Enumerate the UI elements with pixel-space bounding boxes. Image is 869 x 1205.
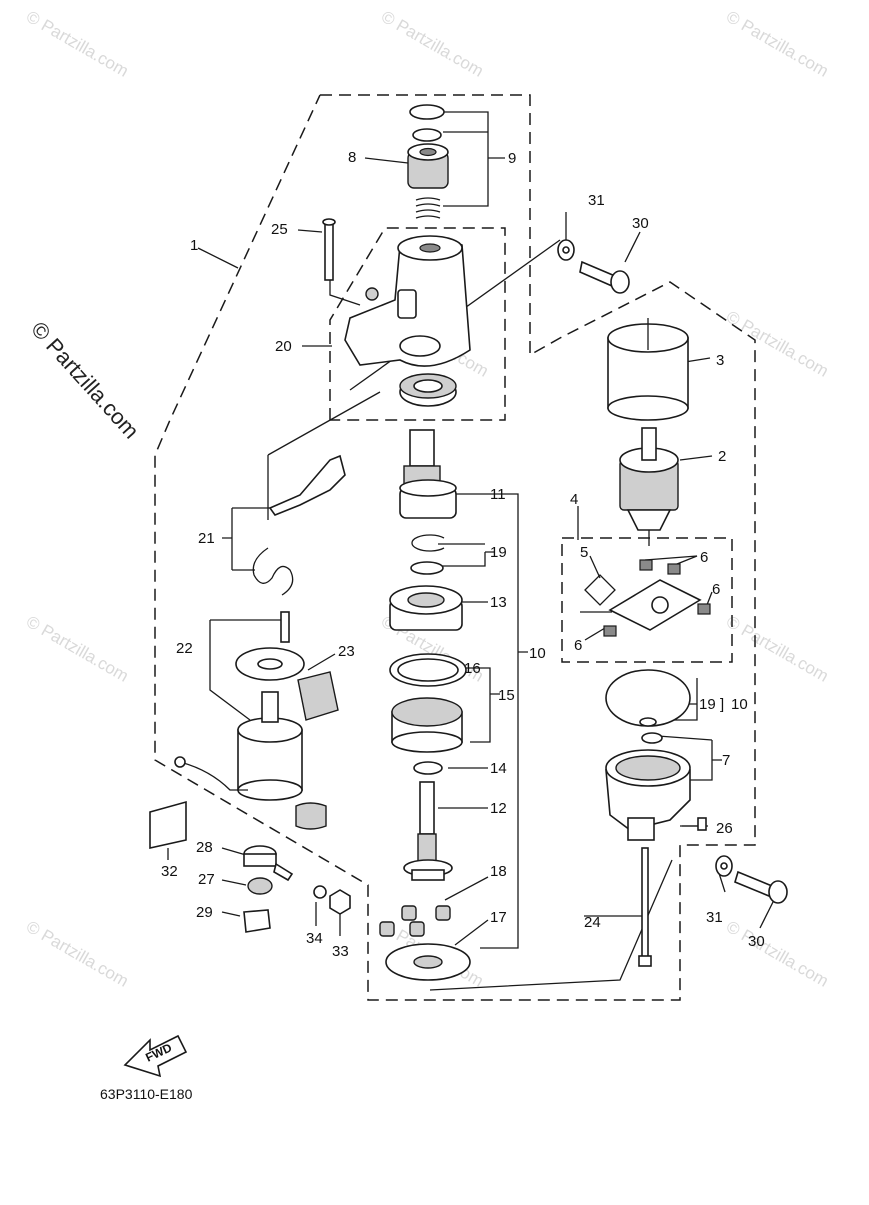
callout-14: 14 xyxy=(490,760,507,777)
watermark-main: © Partzilla.com xyxy=(26,317,144,444)
watermark-5: © Partzilla.com xyxy=(723,307,832,381)
watermark-9: © Partzilla.com xyxy=(23,917,132,991)
callout-30a: 30 xyxy=(632,215,649,232)
callout-29: 29 xyxy=(196,904,213,921)
pinion-gear-shape xyxy=(407,143,449,189)
label-plate-shape xyxy=(149,800,187,849)
bearing-shape xyxy=(399,373,457,407)
callout-31b: 31 xyxy=(706,909,723,926)
callout-17: 17 xyxy=(490,909,507,926)
callout-21: 21 xyxy=(198,530,215,547)
watermark-3: © Partzilla.com xyxy=(723,7,832,81)
callout-28: 28 xyxy=(196,839,213,856)
snap-ring-shape xyxy=(409,104,445,120)
planetary-shaft-shape xyxy=(403,781,453,881)
through-bolt-shape xyxy=(322,218,336,281)
washer-bolt-top xyxy=(557,239,630,294)
callout-1: 1 xyxy=(190,237,198,254)
spring-shape xyxy=(415,197,441,219)
callout-3: 3 xyxy=(716,352,724,369)
callout-13: 13 xyxy=(490,594,507,611)
callout-8: 8 xyxy=(348,149,356,166)
callout-labels: 1 2 3 4 5 6 6 6 6 7 8 9 10 10 11 12 13 1… xyxy=(161,149,765,960)
solenoid-shape xyxy=(174,611,305,801)
callout-34: 34 xyxy=(306,930,323,947)
callout-30b: 30 xyxy=(748,933,765,950)
callout-23: 23 xyxy=(338,643,355,660)
lock-washer-shape xyxy=(313,885,327,899)
callout-11: 11 xyxy=(490,486,506,503)
callout-15: 15 xyxy=(498,687,515,704)
stopper-ring-shape xyxy=(412,128,442,142)
watermark-6: © Partzilla.com xyxy=(23,612,132,686)
bushing-shape xyxy=(413,761,443,775)
brush-holder-subgroup-outline xyxy=(561,537,733,663)
shift-lever-shape xyxy=(252,454,346,596)
shaft-gear-shape xyxy=(399,429,457,519)
circlips-shape xyxy=(410,534,445,575)
callout-33: 33 xyxy=(332,943,349,960)
callout-12: 12 xyxy=(490,800,507,817)
callout-9: 9 xyxy=(508,150,516,167)
plate-washer-shape xyxy=(385,943,471,981)
callout-5: 5 xyxy=(580,544,588,561)
yoke-shape xyxy=(607,318,689,421)
callout-18: 18 xyxy=(490,863,507,880)
washer-bolt-bottom xyxy=(715,855,788,904)
end-plate-shape xyxy=(605,669,691,727)
callout-31a: 31 xyxy=(588,192,605,209)
rear-cover-shape xyxy=(605,732,691,841)
brush-holder-shape xyxy=(580,559,711,637)
callout-25: 25 xyxy=(271,221,288,238)
bracket-glyph: ] xyxy=(720,696,724,713)
callout-16: 16 xyxy=(464,660,481,677)
long-bolt-shape xyxy=(638,847,652,967)
callout-19a: 19 xyxy=(490,544,507,561)
screw-shape xyxy=(697,817,707,831)
callout-6a: 6 xyxy=(700,549,708,566)
internal-gear-shape xyxy=(389,585,463,631)
planet-gears-shape xyxy=(379,905,451,937)
gear-ring-shape xyxy=(389,653,467,753)
callout-27: 27 xyxy=(198,871,215,888)
rubber-cushion-shape xyxy=(295,671,339,830)
front-housing-shape xyxy=(344,235,471,367)
main-assembly-outline xyxy=(154,94,756,1001)
housing-subgroup-outline xyxy=(329,227,506,421)
watermark-1: © Partzilla.com xyxy=(23,7,132,81)
fwd-arrow-icon: FWD xyxy=(123,1034,188,1078)
callout-10b: 10 xyxy=(731,696,748,713)
callout-22: 22 xyxy=(176,640,193,657)
callout-4: 4 xyxy=(570,491,578,508)
callout-7: 7 xyxy=(722,752,730,769)
callout-32: 32 xyxy=(161,863,178,880)
watermark-11: © Partzilla.com xyxy=(723,917,832,991)
diagram-code: 63P3110-E180 xyxy=(100,1086,193,1102)
callout-6c: 6 xyxy=(574,637,582,654)
watermark-8: © Partzilla.com xyxy=(723,612,832,686)
callout-10a: 10 xyxy=(529,645,546,662)
callout-24: 24 xyxy=(584,914,601,931)
callout-26: 26 xyxy=(716,820,733,837)
watermark-2: © Partzilla.com xyxy=(378,7,487,81)
terminal-nuts-shape xyxy=(243,845,294,933)
callout-2: 2 xyxy=(718,448,726,465)
hex-nut-shape xyxy=(329,889,351,915)
group-outlines xyxy=(154,94,756,1001)
callout-19b: 19 xyxy=(699,696,716,713)
callout-20: 20 xyxy=(275,338,292,355)
part-shapes: FWD xyxy=(123,104,788,1078)
armature-shape xyxy=(619,427,679,546)
callout-6b: 6 xyxy=(712,581,720,598)
